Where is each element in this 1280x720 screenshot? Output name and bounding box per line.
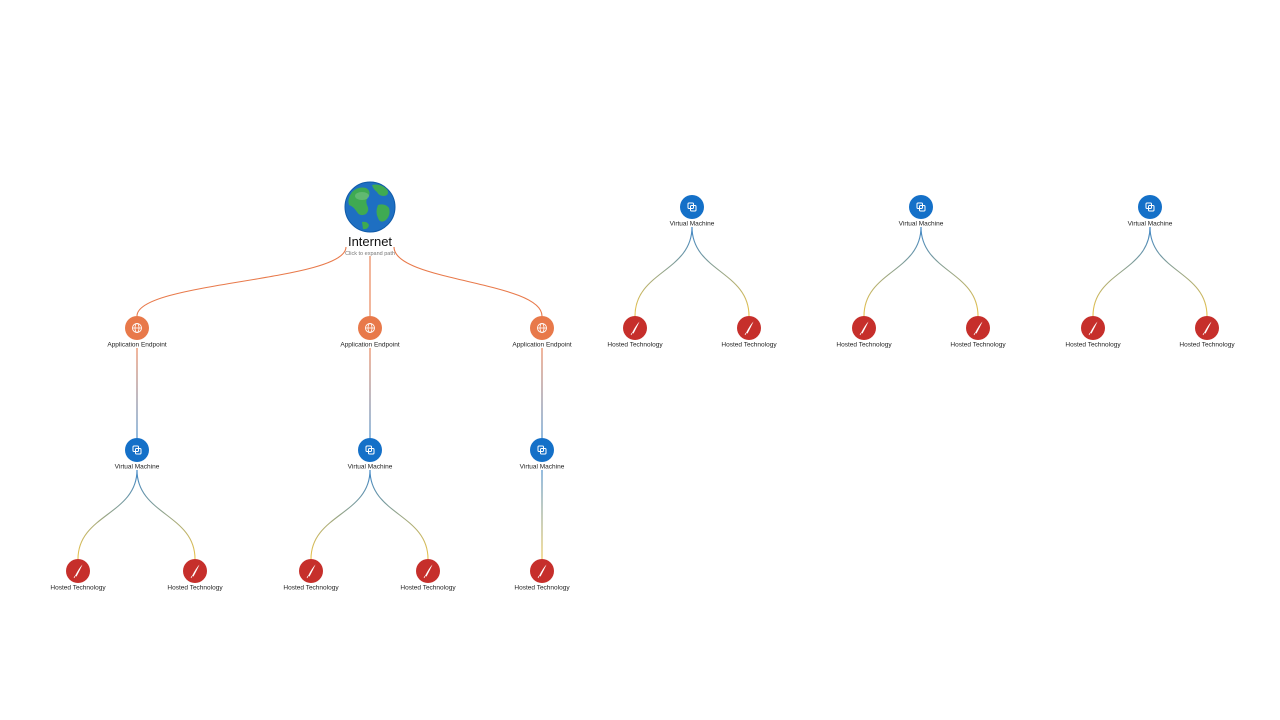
vm-node-label: Virtual Machine — [1128, 221, 1173, 228]
endpoint-node-2[interactable]: Application Endpoint — [512, 316, 572, 349]
tech-node-label: Hosted Technology — [1179, 342, 1235, 349]
feather-icon — [537, 564, 547, 579]
edge-vm-tech-0-0 — [77, 469, 138, 560]
tech-node-label: Hosted Technology — [836, 342, 892, 349]
globe-icon — [365, 323, 375, 333]
standalone-vm-node-2[interactable]: Virtual Machine — [1128, 195, 1173, 228]
feather-icon — [1088, 321, 1098, 336]
vm-node-label: Virtual Machine — [520, 464, 565, 471]
tech-node-label: Hosted Technology — [514, 585, 570, 592]
tech-node-0-1[interactable]: Hosted Technology — [167, 559, 223, 592]
edge-internet-endpoint-0 — [136, 246, 347, 317]
standalone-tech-node-1-1[interactable]: Hosted Technology — [950, 316, 1006, 349]
feather-icon — [973, 321, 983, 336]
root-title: Internet — [348, 234, 392, 249]
edge-standalone-vm-tech-1-1 — [920, 226, 979, 317]
vm-node-label: Virtual Machine — [899, 221, 944, 228]
edge-standalone-vm-tech-2-0 — [1092, 226, 1151, 317]
edge-vm-tech-1-1 — [369, 469, 429, 560]
internet-root-node[interactable]: Internet Click to expand path — [344, 181, 396, 257]
standalone-tech-node-0-0[interactable]: Hosted Technology — [607, 316, 663, 349]
vm-node-label: Virtual Machine — [348, 464, 393, 471]
vm-node-2[interactable]: Virtual Machine — [520, 438, 565, 471]
vm-node-circle — [125, 438, 149, 462]
standalone-tech-node-2-1[interactable]: Hosted Technology — [1179, 316, 1235, 349]
edge-standalone-vm-tech-1-0 — [863, 226, 922, 317]
tech-node-label: Hosted Technology — [721, 342, 777, 349]
feather-icon — [423, 564, 433, 579]
edge-standalone-vm-tech-2-1 — [1149, 226, 1208, 317]
endpoint-node-label: Application Endpoint — [107, 342, 166, 349]
edge-standalone-vm-tech-0-1 — [691, 226, 750, 317]
copy-windows-icon — [365, 445, 375, 455]
edges-layer — [77, 226, 1208, 560]
standalone-tech-node-0-1[interactable]: Hosted Technology — [721, 316, 777, 349]
vm-node-circle — [358, 438, 382, 462]
edge-vm-tech-0-1 — [136, 469, 196, 560]
tech-node-label: Hosted Technology — [950, 342, 1006, 349]
vm-node-1[interactable]: Virtual Machine — [348, 438, 393, 471]
vm-node-circle — [1138, 195, 1162, 219]
copy-windows-icon — [132, 445, 142, 455]
endpoint-node-0[interactable]: Application Endpoint — [107, 316, 167, 349]
tech-node-label: Hosted Technology — [1065, 342, 1121, 349]
feather-icon — [190, 564, 200, 579]
feather-icon — [306, 564, 316, 579]
feather-icon — [630, 321, 640, 336]
vm-node-circle — [530, 438, 554, 462]
copy-windows-icon — [537, 445, 547, 455]
edge-internet-endpoint-2 — [393, 246, 543, 317]
globe-icon — [132, 323, 142, 333]
vm-node-label: Virtual Machine — [115, 464, 160, 471]
copy-windows-icon — [916, 202, 926, 212]
edge-standalone-vm-tech-0-0 — [634, 226, 693, 317]
tech-node-label: Hosted Technology — [607, 342, 663, 349]
standalone-tech-node-1-0[interactable]: Hosted Technology — [836, 316, 892, 349]
tech-node-2-0[interactable]: Hosted Technology — [514, 559, 570, 592]
vm-node-label: Virtual Machine — [670, 221, 715, 228]
endpoint-node-1[interactable]: Application Endpoint — [340, 316, 400, 349]
tech-node-label: Hosted Technology — [167, 585, 223, 592]
feather-icon — [744, 321, 754, 336]
copy-windows-icon — [687, 202, 697, 212]
vm-node-0[interactable]: Virtual Machine — [115, 438, 160, 471]
copy-windows-icon — [1145, 202, 1155, 212]
vm-node-circle — [909, 195, 933, 219]
edge-vm-tech-1-0 — [310, 469, 371, 560]
tech-node-1-0[interactable]: Hosted Technology — [283, 559, 339, 592]
tech-node-label: Hosted Technology — [283, 585, 339, 592]
standalone-vm-node-1[interactable]: Virtual Machine — [899, 195, 944, 228]
standalone-tech-node-2-0[interactable]: Hosted Technology — [1065, 316, 1121, 349]
tech-node-1-1[interactable]: Hosted Technology — [400, 559, 456, 592]
tech-node-label: Hosted Technology — [50, 585, 106, 592]
endpoint-node-label: Application Endpoint — [340, 342, 399, 349]
standalone-vm-node-0[interactable]: Virtual Machine — [670, 195, 715, 228]
tech-node-label: Hosted Technology — [400, 585, 456, 592]
feather-icon — [73, 564, 83, 579]
endpoint-node-label: Application Endpoint — [512, 342, 571, 349]
vm-node-circle — [680, 195, 704, 219]
globe-earth-icon — [344, 181, 396, 233]
feather-icon — [1202, 321, 1212, 336]
root-subtitle: Click to expand path — [345, 251, 395, 257]
tech-node-0-0[interactable]: Hosted Technology — [50, 559, 106, 592]
feather-icon — [859, 321, 869, 336]
globe-icon — [537, 323, 547, 333]
